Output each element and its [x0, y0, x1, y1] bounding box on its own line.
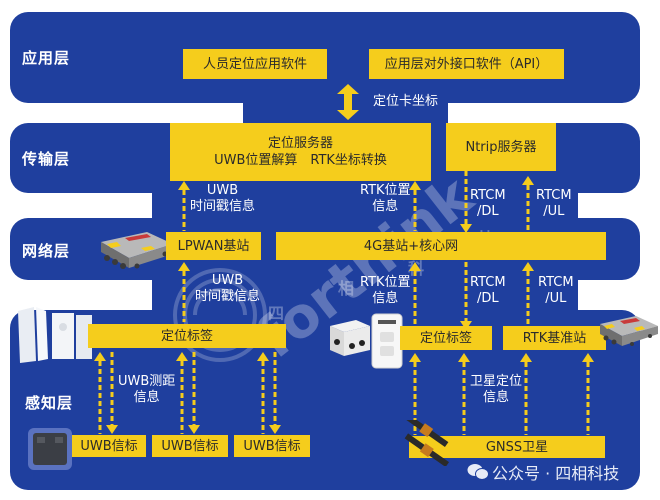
up-arrow-icon: [177, 181, 191, 231]
wechat-icon: [467, 463, 489, 485]
up-arrow-icon: [177, 262, 191, 322]
rtk-tag-devices-icon: [328, 310, 408, 374]
uwb-beacon-device-icon: [28, 428, 72, 474]
footer-account-label: 公众号 · 四相科技: [492, 464, 620, 483]
watermark-char: 相: [338, 279, 355, 298]
rtcm-dl-label-upper: RTCM /DL: [470, 188, 506, 219]
down-arrow-icon: [187, 352, 201, 434]
up-arrow-icon: [581, 353, 595, 435]
up-arrow-icon: [408, 262, 422, 330]
down-arrow-icon: [459, 262, 473, 330]
down-arrow-icon: [268, 352, 282, 434]
down-arrow-icon: [105, 352, 119, 434]
transport-layer-label: 传输层: [22, 150, 71, 168]
lpwan-base-station-device-icon: [95, 228, 175, 277]
api-software-box: 应用层对外接口软件（API）: [369, 49, 564, 79]
up-arrow-icon: [457, 353, 471, 435]
up-arrow-icon: [408, 181, 422, 231]
uwb-tag-cards-icon: [14, 305, 94, 369]
ntrip-server-box: Ntrip服务器: [446, 123, 556, 171]
personnel-positioning-app-box: 人员定位应用软件: [183, 49, 327, 79]
uwb-beacon-box: UWB信标: [234, 435, 310, 457]
rtcm-ul-label-lower: RTCM /UL: [538, 275, 574, 306]
rtk-positioning-tag-box: 定位标签: [400, 326, 492, 350]
positioning-server-title: 定位服务器: [267, 136, 333, 151]
up-arrow-icon: [521, 262, 535, 330]
up-arrow-icon: [93, 352, 107, 434]
rtcm-dl-label-lower: RTCM /DL: [470, 275, 506, 306]
up-arrow-icon: [519, 353, 533, 435]
up-arrow-icon: [256, 352, 270, 434]
positioning-card-coordinates-label: 定位卡坐标: [373, 94, 439, 109]
down-arrow-icon: [459, 171, 473, 233]
4g-core-network-box: 4G基站+核心网: [276, 232, 606, 260]
sensing-layer-label: 感知层: [25, 394, 74, 412]
uwb-positioning-tag-box: 定位标签: [88, 324, 286, 348]
positioning-server-box: 定位服务器 UWB位置解算 RTK坐标转换: [170, 123, 431, 181]
uwb-beacon-box: UWB信标: [152, 435, 228, 457]
positioning-server-functions: UWB位置解算 RTK坐标转换: [214, 153, 387, 168]
lpwan-base-station-box: LPWAN基站: [166, 232, 261, 260]
gnss-satellite-box: GNSS卫星: [409, 436, 605, 458]
network-layer-label: 网络层: [22, 242, 71, 260]
rtk-position-label-lower: RTK位置 信息: [360, 275, 411, 306]
bidirectional-arrow-icon: [337, 84, 359, 120]
up-arrow-icon: [521, 176, 535, 232]
uwb-ranging-info-label: UWB测距 信息: [118, 374, 176, 405]
uwb-timestamp-label-upper: UWB 时间戳信息: [190, 183, 256, 214]
watermark-char: 四: [268, 304, 285, 323]
uwb-beacon-box: UWB信标: [72, 435, 146, 457]
satellite-positioning-info-label: 卫星定位 信息: [470, 374, 523, 405]
up-arrow-icon: [175, 352, 189, 434]
rtk-base-station-box: RTK基准站: [503, 326, 606, 350]
uwb-timestamp-label-lower: UWB 时间戳信息: [195, 273, 261, 304]
application-layer-label: 应用层: [22, 49, 71, 67]
rtcm-ul-label-upper: RTCM /UL: [536, 188, 572, 219]
satellite-icon: [392, 413, 462, 470]
rtk-base-station-device-icon: [596, 312, 660, 356]
rtk-position-label-upper: RTK位置 信息: [360, 183, 411, 214]
